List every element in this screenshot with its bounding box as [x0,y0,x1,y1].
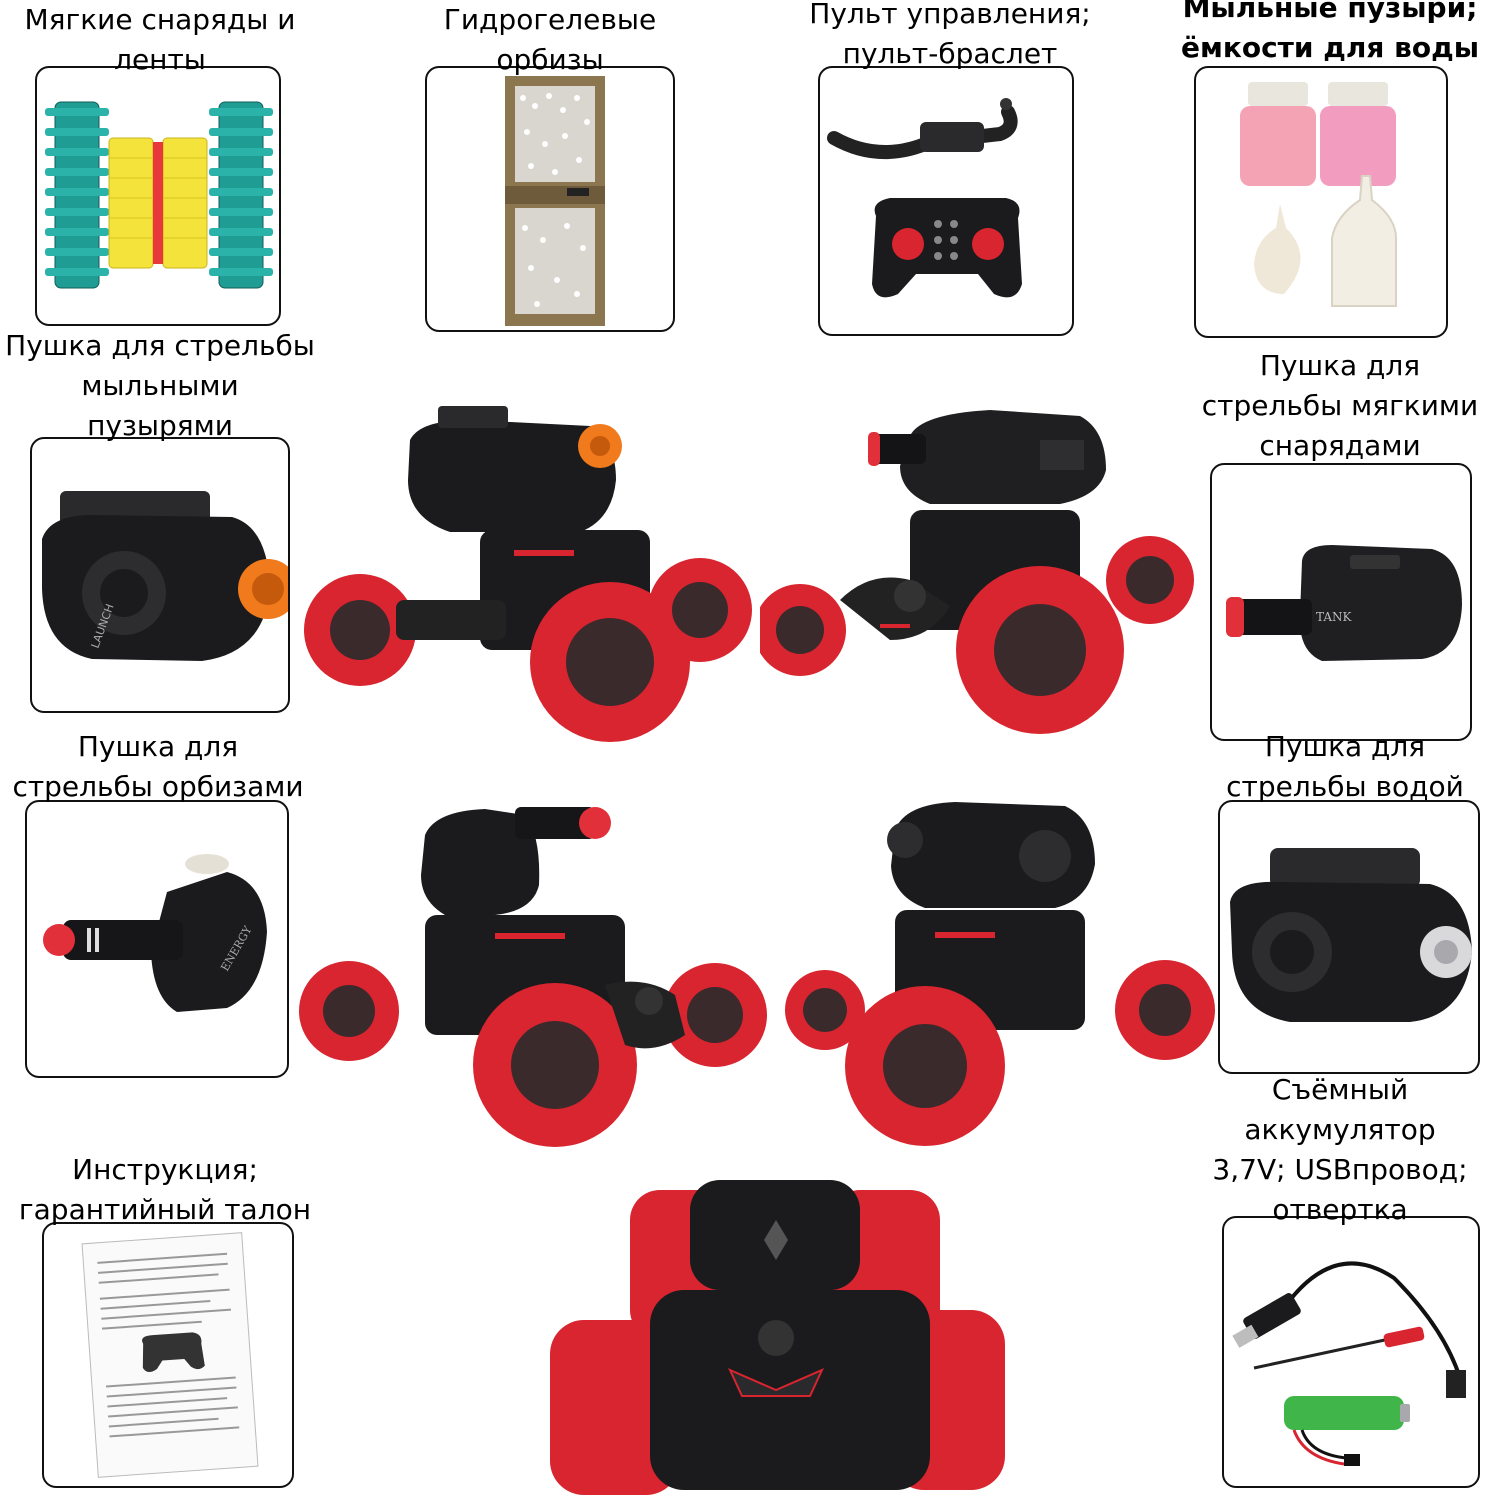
label-soft-ammo: Мягкие снаряды и ленты [24,3,296,76]
soft-cannon-image: TANK [1226,545,1462,661]
soft-ammo-image [45,101,273,289]
remote-box [818,66,1074,336]
manual-box [42,1222,294,1488]
orbeez-box [425,66,675,332]
label-bubbles: Мыльные пузыри; ёмкости для воды [1180,0,1480,64]
car-water-cannon [785,790,1225,1150]
label-water-cannon: Пушка для стрельбы водой [1226,730,1464,803]
manual-image [81,1232,259,1478]
label-orbeez-cannon: Пушка для стрельбы орбизами [12,730,304,803]
battery-cable-image [1232,1261,1466,1466]
label-soft-cannon: Пушка для стрельбы мягкими снарядами [1201,349,1479,462]
label-battery: Съёмный аккумулятор 3,7V; USBпровод; отв… [1212,1073,1468,1226]
label-remote: Пульт управления; пульт-браслет [809,0,1091,70]
tank-mark: TANK [1316,610,1353,624]
bubble-cannon-image: LAUNCH [42,491,288,661]
car-orbeez-cannon [295,795,785,1150]
bubbles-box [1194,66,1448,338]
label-manual: Инструкция; гарантийный талон [18,1153,312,1226]
orbeez-cannon-box: ENERGY [25,800,289,1078]
orbeez-cannon-image: ENERGY [43,854,267,1012]
water-cannon-image [1230,848,1472,1022]
soft-cannon-box: TANK [1210,463,1472,741]
water-cannon-box [1218,800,1480,1074]
car-top-view [540,1160,1010,1500]
car-soft-cannon [760,400,1200,755]
soft-ammo-box [35,66,281,326]
car-bubble-cannon [300,400,760,755]
label-orbeez: Гидрогелевые орбизы [443,3,657,76]
label-bubble-cannon: Пушка для стрельбы мыльными пузырями [5,329,315,442]
battery-box [1222,1216,1480,1488]
orbeez-packet-image [505,76,605,326]
bubble-bottles-image [1240,82,1397,307]
bubble-cannon-box: LAUNCH [30,437,290,713]
remote-bracelet-image [827,98,1022,298]
